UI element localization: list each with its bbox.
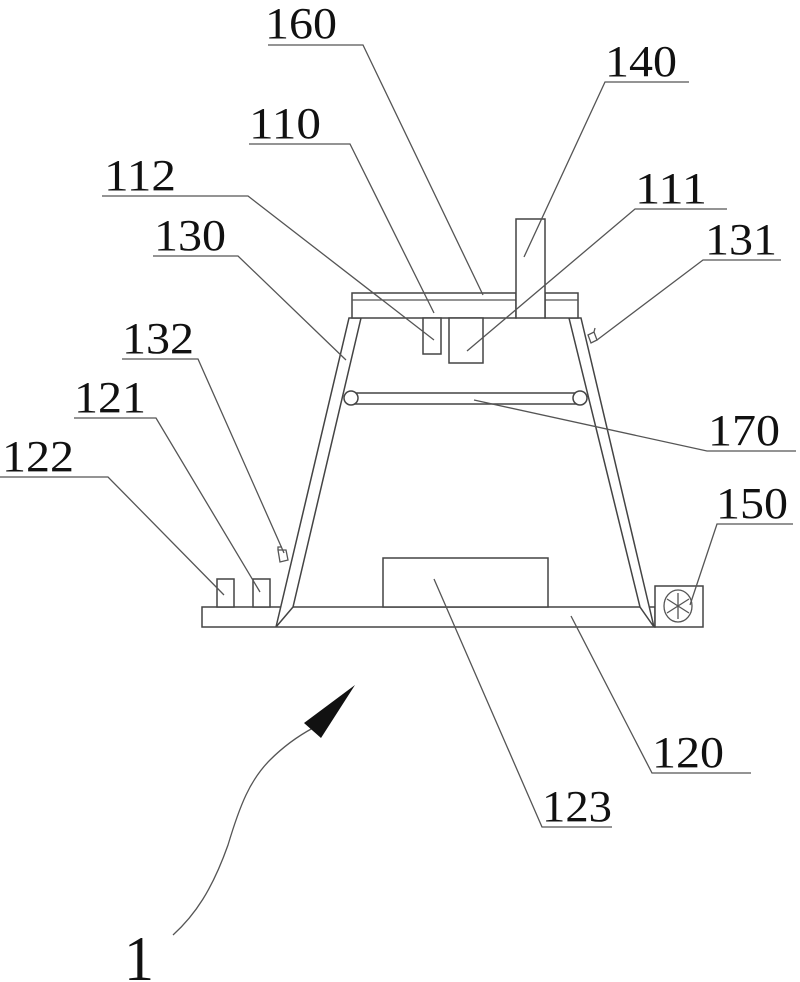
leader-lines bbox=[0, 44, 796, 828]
clip-131 bbox=[587, 327, 598, 344]
frame-left-leg bbox=[275, 317, 362, 628]
component-112 bbox=[422, 317, 442, 355]
roller-left bbox=[343, 390, 359, 406]
arrowhead-icon bbox=[304, 685, 355, 738]
assembly-curve bbox=[172, 727, 314, 936]
label-120: 120 bbox=[652, 728, 724, 777]
component-121 bbox=[252, 578, 271, 608]
rail-170 bbox=[349, 392, 582, 405]
label-121: 121 bbox=[74, 373, 146, 422]
fan-150-icon bbox=[654, 585, 704, 628]
assembly-label-1: 1 bbox=[124, 923, 154, 982]
base-plate-120 bbox=[201, 606, 656, 628]
label-150: 150 bbox=[716, 479, 788, 528]
label-140: 140 bbox=[605, 37, 677, 86]
label-132: 132 bbox=[122, 314, 194, 363]
label-170: 170 bbox=[708, 406, 780, 455]
label-131: 131 bbox=[705, 215, 777, 264]
pipe-140 bbox=[515, 218, 546, 319]
top-plate-right bbox=[544, 292, 579, 319]
label-123: 123 bbox=[542, 782, 612, 831]
label-110: 110 bbox=[249, 99, 321, 148]
component-111 bbox=[448, 317, 484, 364]
frame-right-leg bbox=[568, 317, 655, 628]
roller-right bbox=[572, 390, 588, 406]
label-122: 122 bbox=[2, 432, 74, 481]
component-122 bbox=[216, 578, 235, 608]
label-160: 160 bbox=[265, 0, 337, 48]
top-plate-left bbox=[351, 292, 517, 319]
label-112: 112 bbox=[104, 151, 176, 200]
box-123 bbox=[382, 557, 549, 608]
label-130: 130 bbox=[154, 211, 226, 260]
label-111: 111 bbox=[635, 164, 707, 213]
